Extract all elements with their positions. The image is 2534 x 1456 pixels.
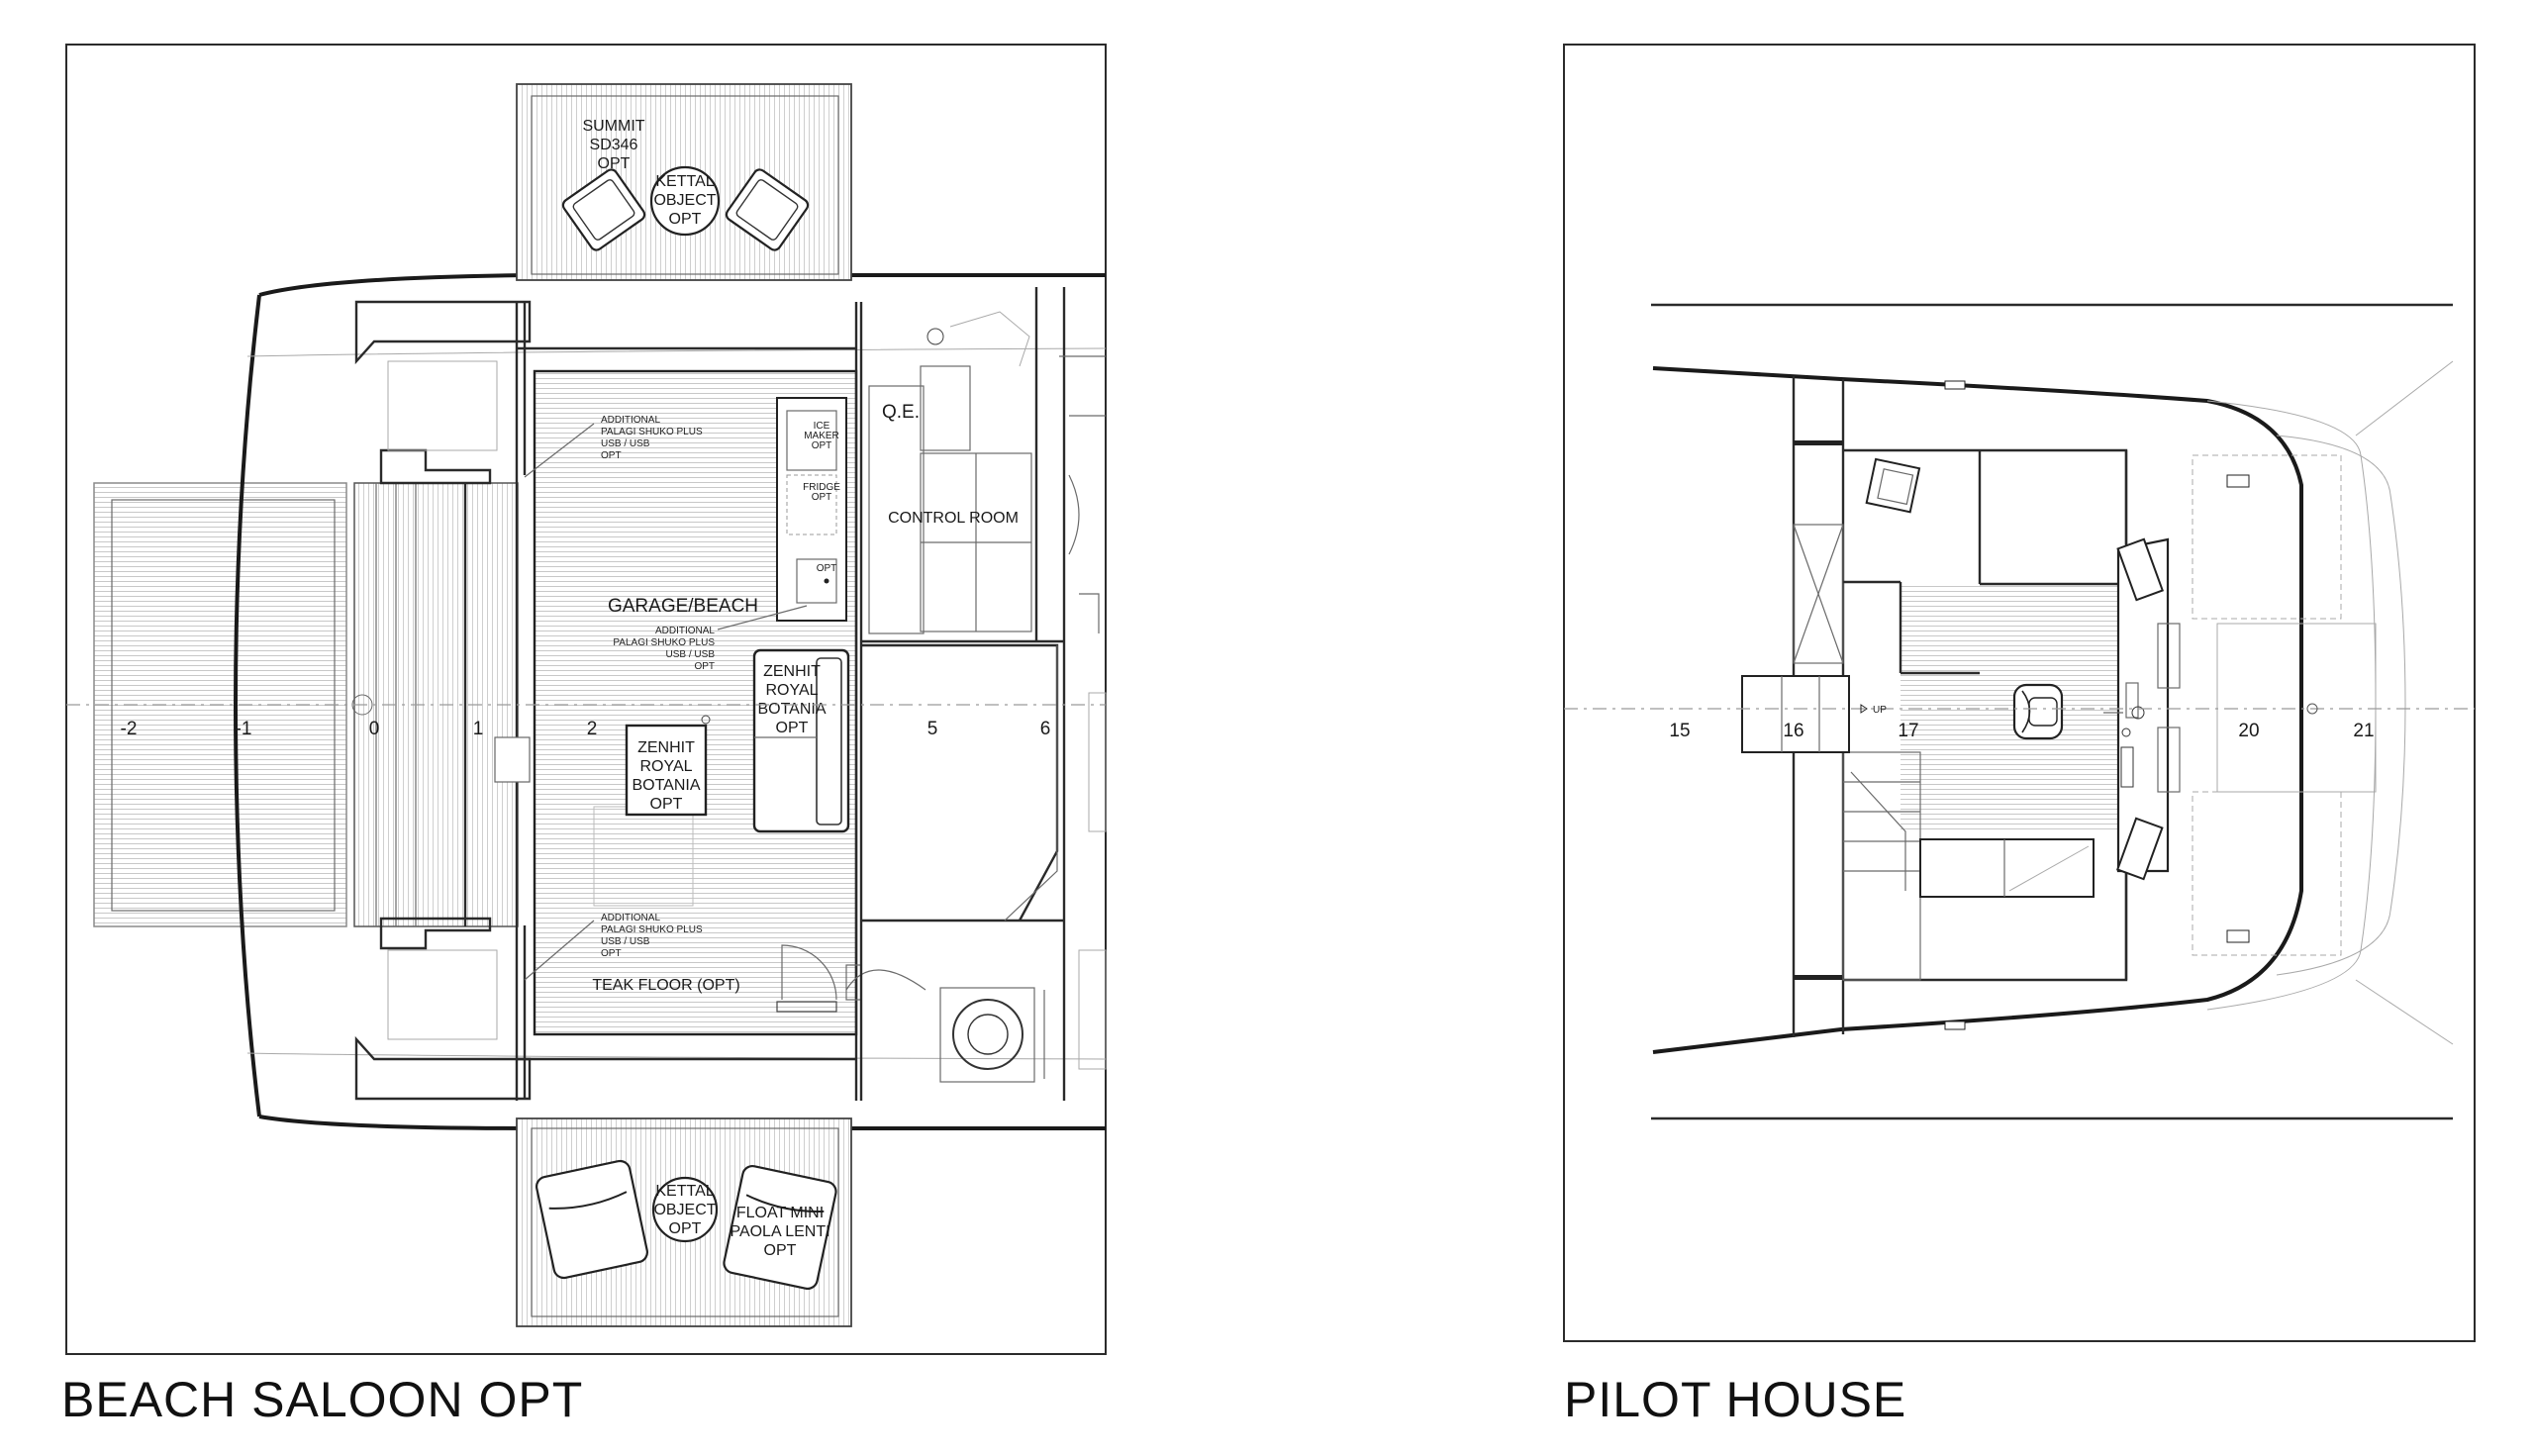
- kettal-table-top: [649, 165, 721, 237]
- note-top-line-2: PALAGI SHUKO PLUS: [601, 427, 703, 437]
- frame-5: 5: [927, 719, 938, 739]
- summit-label-3: OPT: [598, 155, 631, 172]
- frame-20: 20: [2238, 721, 2259, 741]
- helm-console: [2116, 537, 2170, 873]
- hull-top-line: [258, 273, 1106, 297]
- note-bottom-line-1: ADDITIONAL: [601, 913, 660, 923]
- beach-saloon-plan: SUMMIT SD346 OPT KETTAL OBJECT OPT KETTA…: [65, 44, 1107, 1355]
- note-bottom-line-3: USB / USB: [601, 936, 650, 947]
- ice-maker-label-2: MAKER: [804, 431, 839, 441]
- control-room-bench: [868, 385, 925, 634]
- kettal-top-label-3: OPT: [669, 211, 702, 228]
- helm-screen-top: [2157, 623, 2181, 689]
- float-mini-label-1: FLOAT MINI: [736, 1205, 824, 1221]
- zenhit-center-label-1: ZENHIT: [637, 739, 695, 756]
- frame-17: 17: [1898, 721, 1918, 741]
- zenhit-center-label-4: OPT: [650, 796, 683, 813]
- galley-counter: [776, 397, 847, 622]
- pilot-house-hull: [1652, 366, 2303, 1054]
- zenhit-center-label-2: ROYAL: [639, 758, 692, 775]
- summit-label-2: SD346: [590, 137, 638, 153]
- stern-wing-bottom: [354, 1035, 532, 1101]
- zenhit-right-label-1: ZENHIT: [763, 663, 821, 680]
- frame-16: 16: [1783, 721, 1803, 741]
- summit-chair-right: [725, 168, 810, 251]
- note-bottom-line-2: PALAGI SHUKO PLUS: [601, 924, 703, 935]
- note-mid-line-2: PALAGI SHUKO PLUS: [613, 637, 715, 648]
- frame-2: 2: [587, 719, 598, 739]
- float-lounger-left: [535, 1159, 649, 1280]
- stairs-up-label: UP: [1873, 705, 1887, 716]
- helm-screen-bottom: [2157, 727, 2181, 793]
- pilot-locker: [1793, 524, 1844, 664]
- summit-label-1: SUMMIT: [582, 118, 644, 135]
- note-top-line-4: OPT: [601, 450, 622, 461]
- pilot-house-settee: [1919, 838, 2095, 898]
- zenhit-sofa: [752, 648, 850, 833]
- fridge-label-2: OPT: [812, 492, 832, 503]
- pilot-house-caption: PILOT HOUSE: [1564, 1372, 1907, 1427]
- frame-minus-1: -1: [236, 719, 252, 739]
- pilot-house-landing: [1741, 675, 1850, 753]
- kettal-top-label-2: OBJECT: [653, 192, 716, 209]
- float-mini-label-2: PAOLA LENTI: [730, 1223, 829, 1240]
- frame-0: 0: [369, 719, 380, 739]
- frame-21: 21: [2353, 721, 2374, 741]
- frame-15: 15: [1669, 721, 1690, 741]
- zenhit-right-label-2: ROYAL: [765, 682, 818, 699]
- kettal-bottom-label-2: OBJECT: [653, 1202, 716, 1218]
- opt-small-label: OPT: [817, 563, 837, 574]
- note-mid-line-4: OPT: [694, 661, 715, 672]
- zenhit-center-label-3: BOTANIA: [632, 777, 700, 794]
- note-mid-line-1: ADDITIONAL: [655, 626, 715, 636]
- qe-label: Q.E.: [882, 402, 920, 423]
- float-lounger-right: [723, 1164, 837, 1291]
- transom-steps: [353, 482, 519, 927]
- garage-door: [781, 944, 837, 1001]
- kettal-top-label-1: KETTAL: [655, 173, 714, 190]
- zenhit-right-label-4: OPT: [776, 720, 809, 736]
- float-mini-label-3: OPT: [764, 1242, 797, 1259]
- fridge-label-1: FRIDGE: [803, 482, 840, 493]
- note-top-line-1: ADDITIONAL: [601, 415, 660, 426]
- hull-stern-curve: [233, 294, 261, 1117]
- ice-maker-label-3: OPT: [812, 440, 832, 451]
- kettal-table-bottom: [651, 1176, 719, 1243]
- zenhit-table: [625, 724, 708, 817]
- helm-seat-bottom: [2115, 817, 2164, 881]
- zenhit-right-label-3: BOTANIA: [757, 701, 826, 718]
- summit-chair-left: [561, 168, 646, 251]
- pilot-house-chair: [1865, 457, 1921, 514]
- note-top-line-3: USB / USB: [601, 438, 650, 449]
- note-bottom-line-4: OPT: [601, 948, 622, 959]
- frame-1: 1: [473, 719, 484, 739]
- pilot-house-plan: 15 16 17 20 21 UP: [1563, 44, 2476, 1342]
- frame-6: 6: [1040, 719, 1051, 739]
- helm-chair: [2012, 683, 2064, 740]
- frame-minus-2: -2: [121, 719, 138, 739]
- garage-beach-label: GARAGE/BEACH: [608, 596, 758, 617]
- control-room-label: CONTROL ROOM: [888, 510, 1019, 527]
- kettal-bottom-label-3: OPT: [669, 1220, 702, 1237]
- note-mid-line-3: USB / USB: [666, 649, 716, 660]
- beach-saloon-caption: BEACH SALOON OPT: [61, 1372, 584, 1427]
- kettal-bottom-label-1: KETTAL: [655, 1183, 714, 1200]
- stern-wing-top: [354, 300, 532, 365]
- hull-bottom-line: [258, 1115, 1106, 1130]
- ice-maker-label-1: ICE: [814, 421, 830, 432]
- helm-seat-top: [2116, 537, 2165, 602]
- teak-floor-label: TEAK FLOOR (OPT): [592, 977, 739, 994]
- pilot-house-frame: [1563, 44, 2476, 1342]
